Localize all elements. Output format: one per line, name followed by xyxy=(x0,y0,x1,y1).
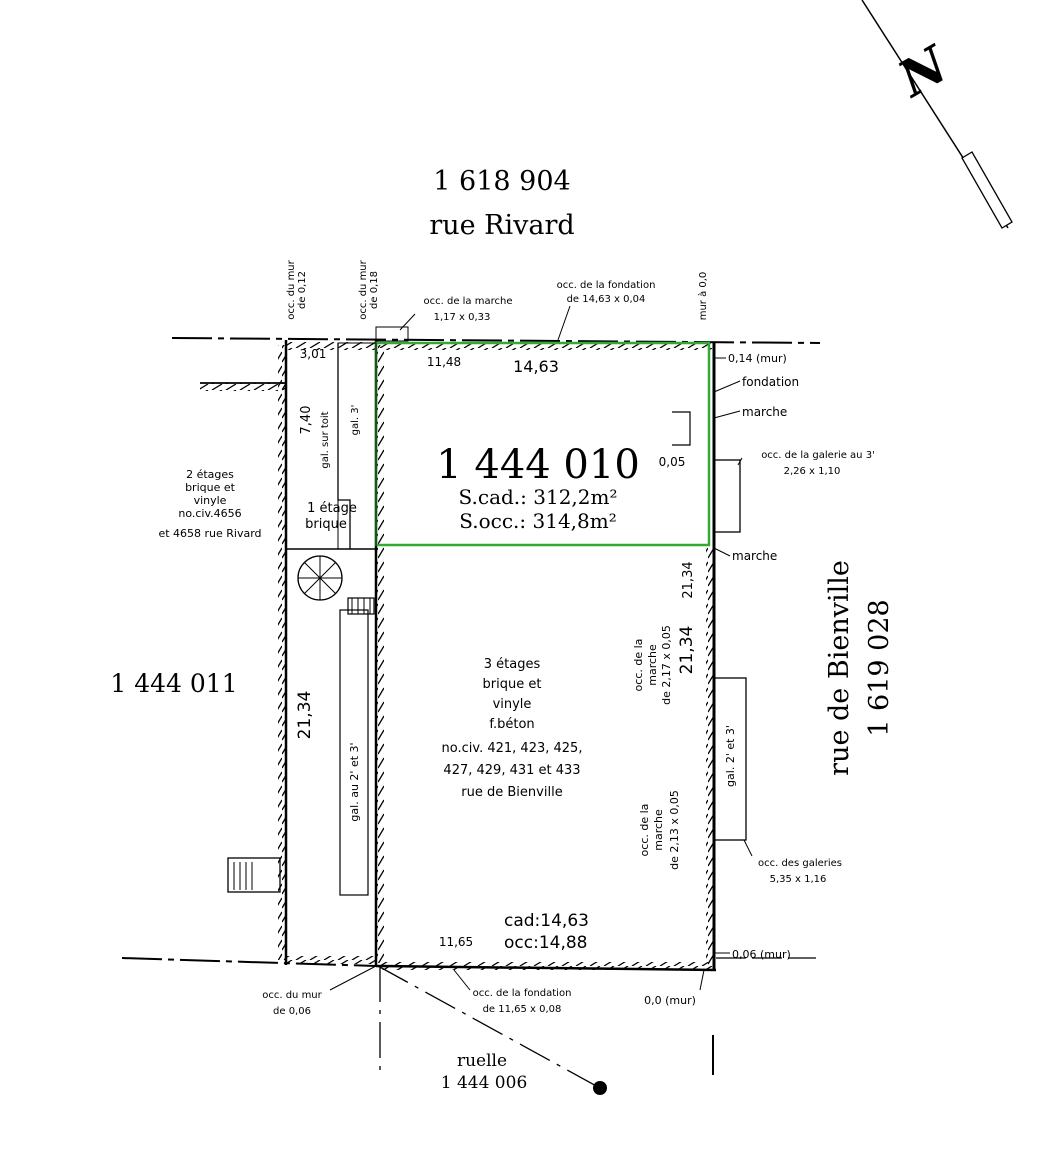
annex-material: brique xyxy=(305,517,347,532)
note-foundation-bottom-dim: de 11,65 x 0,08 xyxy=(483,1004,562,1015)
main-building-civic-2: 427, 429, 431 et 433 xyxy=(443,763,580,778)
dim-north-partial: 11,48 xyxy=(427,355,461,369)
north-lot-number: 1 618 904 xyxy=(433,166,570,197)
note-gallery-3-dim: 2,26 x 1,10 xyxy=(784,466,841,477)
main-building-street: rue de Bienville xyxy=(461,785,562,800)
dim-south-partial: 11,65 xyxy=(439,935,473,949)
note-step-east-2a: occ. de la xyxy=(638,804,651,857)
note-wall-018-a: occ. du mur xyxy=(358,259,369,319)
note-wall-006-b: de 0,06 xyxy=(273,1006,311,1017)
dim-east-depth-a: 21,34 xyxy=(681,561,696,598)
east-lot-number: 1 619 028 xyxy=(864,599,895,736)
north-street-name: rue Rivard xyxy=(429,210,574,241)
west-building-civic: no.civ.4656 xyxy=(178,507,241,520)
note-foundation: fondation xyxy=(742,375,799,389)
note-step-east-1c: de 2,17 x 0,05 xyxy=(660,625,673,705)
note-step-east-1b: marche xyxy=(646,644,659,686)
note-wall-018-b: de 0,18 xyxy=(369,271,380,309)
note-galleries-dim: 5,35 x 1,16 xyxy=(770,874,827,885)
west-neighbor-outline xyxy=(278,340,288,965)
note-step-top-dim: 1,17 x 0,33 xyxy=(434,312,491,323)
dim-north-small: 3,01 xyxy=(300,347,327,361)
main-building-material-2: vinyle xyxy=(493,697,532,712)
west-building-material-2: vinyle xyxy=(194,494,227,507)
main-building-floors: 3 étages xyxy=(484,657,541,672)
area-occupied: S.occ.: 314,8m² xyxy=(459,509,616,533)
note-wall-012-b: de 0,12 xyxy=(297,271,308,309)
note-foundation-bottom: occ. de la fondation xyxy=(473,988,572,999)
west-building-material-1: brique et xyxy=(185,481,236,494)
note-galleries: occ. des galeries xyxy=(758,858,842,869)
west-building-floors: 2 étages xyxy=(186,468,234,481)
south-lot-number: 1 444 006 xyxy=(441,1073,528,1093)
note-step-1: marche xyxy=(742,405,787,419)
area-cadastral: S.cad.: 312,2m² xyxy=(459,485,618,509)
note-step-east-2c: de 2,13 x 0,05 xyxy=(668,790,681,870)
dim-east-offset: 0,05 xyxy=(659,455,686,469)
note-step-top: occ. de la marche xyxy=(424,296,513,307)
gallery-east-label: gal. 2' et 3' xyxy=(724,725,737,787)
gallery-3-label: gal. 3' xyxy=(350,405,361,436)
main-building-material-1: brique et xyxy=(483,677,542,692)
dim-west-small: 7,40 xyxy=(299,406,314,435)
subject-lot-number: 1 444 010 xyxy=(436,442,640,488)
annex-floors: 1 étage xyxy=(307,501,357,516)
note-step-2: marche xyxy=(732,549,777,563)
dim-south-cadastral: cad:14,63 xyxy=(504,911,589,931)
note-foundation-top: occ. de la fondation xyxy=(557,280,656,291)
west-building-civic-2: et 4658 rue Rivard xyxy=(158,527,261,540)
main-building-civic-1: no.civ. 421, 423, 425, xyxy=(442,741,583,756)
note-wall-006-a: occ. du mur xyxy=(262,990,322,1001)
dim-south-occupied: occ:14,88 xyxy=(504,933,588,953)
north-arrow: N xyxy=(861,0,1013,229)
note-gallery-3: occ. de la galerie au 3' xyxy=(761,450,875,461)
dim-east-depth-b: 21,34 xyxy=(677,626,697,675)
note-wall-012-a: occ. du mur xyxy=(286,259,297,319)
dim-west-depth: 21,34 xyxy=(295,691,315,740)
internal-structures xyxy=(227,326,747,896)
note-foundation-top-dim: de 14,63 x 0,04 xyxy=(567,294,646,305)
gallery-roof-label: gal. sur toit xyxy=(320,411,331,468)
main-building-foundation: f.béton xyxy=(489,717,534,732)
note-wall-014: 0,14 (mur) xyxy=(728,352,787,365)
note-wall-zero: mur à 0,0 xyxy=(697,272,709,321)
note-wall-00-southeast: 0,0 (mur) xyxy=(644,994,696,1007)
east-street-name: rue de Bienville xyxy=(824,560,855,776)
north-arrow-symbol: N xyxy=(887,33,960,109)
south-alley-name: ruelle xyxy=(457,1051,507,1071)
west-lot-number: 1 444 011 xyxy=(110,669,237,698)
note-step-east-1a: occ. de la xyxy=(632,639,645,692)
dim-north-width: 14,63 xyxy=(513,357,559,376)
leader-lines xyxy=(329,305,753,991)
note-step-east-2b: marche xyxy=(652,809,665,851)
gallery-west-label: gal. au 2' et 3' xyxy=(348,742,361,821)
note-wall-006-east: 0,06 (mur) xyxy=(732,948,791,961)
